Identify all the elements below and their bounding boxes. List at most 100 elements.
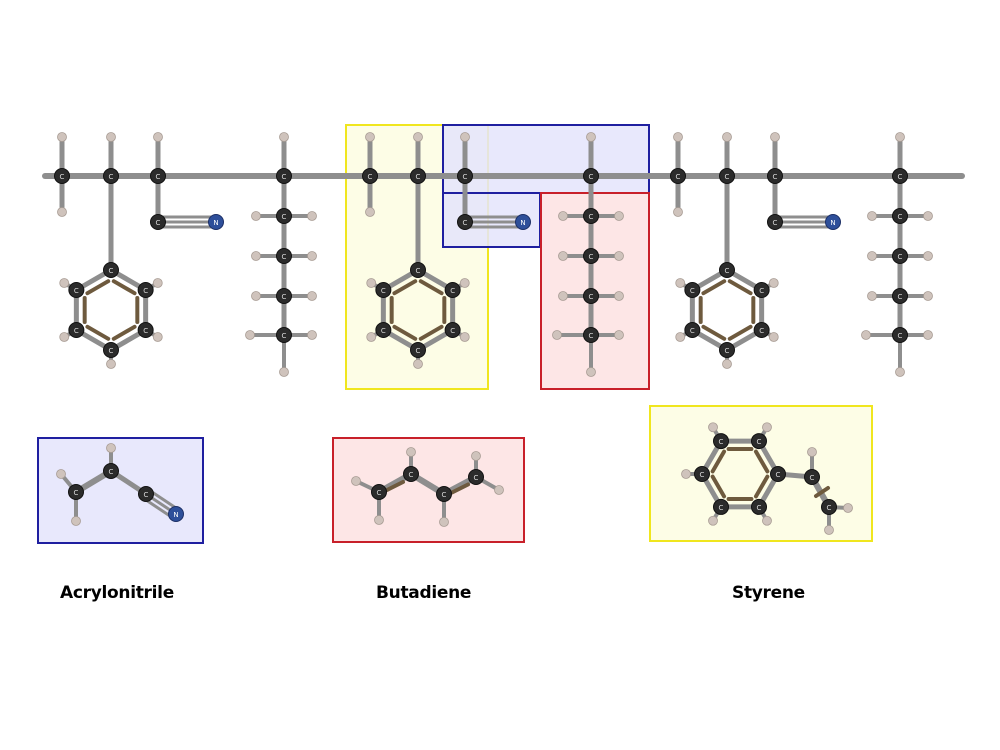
acrylonitrile-monomer-box bbox=[37, 437, 204, 544]
hydrogen-atom bbox=[768, 332, 779, 342]
hydrogen-atom bbox=[406, 447, 416, 457]
hydrogen-atom bbox=[614, 251, 624, 261]
aromatic-bond bbox=[392, 279, 418, 296]
aromatic-bond bbox=[701, 279, 727, 296]
aromatic-bond bbox=[85, 279, 111, 296]
hydrogen-atom bbox=[675, 332, 686, 342]
aromatic-bond bbox=[111, 279, 137, 296]
carbon-atom-label: C bbox=[416, 173, 421, 181]
nitrogen-atom-label: N bbox=[213, 219, 218, 227]
carbon-atom bbox=[103, 262, 119, 278]
hydrogen-atom bbox=[56, 469, 66, 479]
carbon-atom bbox=[54, 168, 70, 184]
carbon-atom bbox=[713, 498, 729, 515]
hydrogen-atom bbox=[374, 515, 384, 525]
carbon-atom-label: C bbox=[474, 474, 479, 482]
carbon-atom-label: C bbox=[282, 173, 287, 181]
hydrogen-atom bbox=[460, 132, 470, 142]
carbon-atom bbox=[767, 168, 783, 184]
carbon-atom-label: C bbox=[109, 468, 114, 476]
carbon-atom-label: C bbox=[757, 438, 762, 446]
hydrogen-atom bbox=[762, 422, 772, 433]
hydrogen-atom bbox=[614, 291, 624, 301]
hydrogen-atom bbox=[861, 330, 871, 340]
hydrogen-atom bbox=[307, 291, 317, 301]
caption-butadiene: Butadiene bbox=[376, 583, 472, 603]
hydrogen-atom bbox=[57, 132, 67, 142]
aromatic-bond bbox=[701, 324, 727, 341]
carbon-atom bbox=[892, 248, 908, 264]
hydrogen-atom bbox=[471, 451, 481, 461]
carbon-atom bbox=[583, 168, 599, 184]
acrylonitrile-highlight-box bbox=[442, 124, 650, 194]
hydrogen-atom bbox=[923, 211, 933, 221]
carbon-atom bbox=[719, 342, 735, 358]
carbon-atom-label: C bbox=[381, 327, 386, 335]
caption-acrylonitrile: Acrylonitrile bbox=[60, 583, 174, 603]
carbon-atom bbox=[371, 484, 387, 500]
hydrogen-atom bbox=[106, 443, 116, 453]
carbon-atom-label: C bbox=[381, 287, 386, 295]
carbon-atom bbox=[68, 282, 85, 298]
carbon-atom bbox=[150, 214, 166, 230]
carbon-atom bbox=[276, 288, 292, 304]
hydrogen-atom bbox=[251, 251, 261, 261]
aromatic-bond bbox=[727, 324, 753, 341]
carbon-atom bbox=[410, 168, 426, 184]
carbon-atom bbox=[751, 498, 767, 515]
hydrogen-atom bbox=[413, 359, 423, 369]
carbon-atom bbox=[103, 342, 119, 358]
carbon-atom-label: C bbox=[773, 173, 778, 181]
carbon-atom bbox=[457, 214, 473, 230]
carbon-atom bbox=[753, 282, 770, 298]
aromatic-bond bbox=[753, 474, 770, 499]
carbon-atom bbox=[804, 469, 820, 485]
carbon-atom bbox=[375, 282, 392, 298]
nitrogen-atom-label: N bbox=[830, 219, 835, 227]
carbon-atom-label: C bbox=[143, 287, 148, 295]
carbon-atom bbox=[150, 168, 166, 184]
carbon-atom bbox=[583, 208, 599, 224]
carbon-atom bbox=[276, 208, 292, 224]
double-bond bbox=[814, 486, 830, 498]
double-bond bbox=[450, 482, 470, 495]
carbon-atom bbox=[770, 466, 786, 482]
carbon-atom-label: C bbox=[442, 491, 447, 499]
carbon-atom-label: C bbox=[719, 438, 724, 446]
nitrogen-atom bbox=[208, 214, 224, 230]
carbon-atom-label: C bbox=[463, 219, 468, 227]
hydrogen-atom bbox=[762, 515, 772, 526]
hydrogen-atom bbox=[59, 278, 70, 288]
carbon-atom bbox=[583, 248, 599, 264]
carbon-atom-label: C bbox=[282, 253, 287, 261]
hydrogen-atom bbox=[807, 447, 817, 457]
hydrogen-atom bbox=[351, 476, 361, 486]
carbon-atom bbox=[410, 342, 426, 358]
hydrogen-atom bbox=[558, 211, 568, 221]
hydrogen-atom bbox=[307, 251, 317, 261]
hydrogen-atom bbox=[459, 332, 470, 342]
carbon-atom-label: C bbox=[109, 173, 114, 181]
carbon-atom-label: C bbox=[143, 327, 148, 335]
carbon-atom-label: C bbox=[416, 347, 421, 355]
carbon-atom-label: C bbox=[109, 347, 114, 355]
carbon-atom-label: C bbox=[282, 293, 287, 301]
hydrogen-atom bbox=[722, 359, 732, 369]
hydrogen-atom bbox=[722, 132, 732, 142]
hydrogen-atom bbox=[279, 367, 289, 377]
hydrogen-atom bbox=[152, 332, 163, 342]
carbon-atom bbox=[892, 288, 908, 304]
nitrogen-atom bbox=[515, 214, 531, 230]
carbon-atom-label: C bbox=[156, 173, 161, 181]
hydrogen-atom bbox=[365, 207, 375, 217]
hydrogen-atom bbox=[673, 207, 683, 217]
hydrogen-atom bbox=[365, 132, 375, 142]
hydrogen-atom bbox=[552, 330, 562, 340]
hydrogen-atom bbox=[923, 330, 933, 340]
carbon-atom bbox=[375, 322, 392, 338]
carbon-atom bbox=[444, 322, 461, 338]
carbon-atom-label: C bbox=[282, 332, 287, 340]
carbon-atom bbox=[436, 486, 452, 502]
hydrogen-atom bbox=[459, 278, 470, 288]
